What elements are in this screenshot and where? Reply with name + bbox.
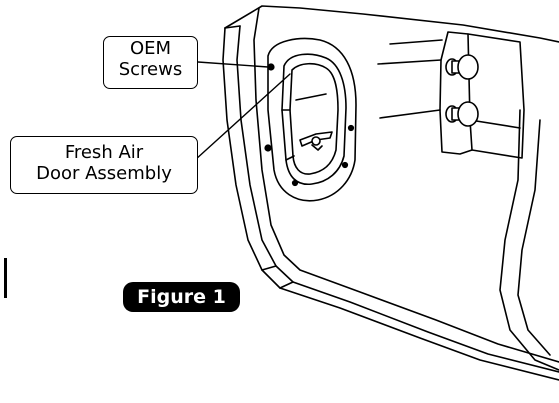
oem-screws-label-line2: Screws [118,59,183,80]
hinge-knob-lower [445,101,479,127]
hinge-knob-upper [445,54,479,80]
oem-screws-callout: OEM Screws [103,36,198,89]
fresh-air-door-opening [281,53,347,185]
fresh-air-door-callout: Fresh Air Door Assembly [10,136,198,194]
hinge-bracket [377,31,525,159]
fresh-air-door-handle [299,131,333,151]
figure-caption: Figure 1 [123,282,240,312]
kick-panel-outline [222,5,559,381]
leader-lines [194,61,291,161]
oem-screws-label-line1: OEM [129,38,172,59]
oem-screws [264,63,355,187]
edge-mark [4,258,7,298]
leader-fresh-air-door [194,73,291,161]
leader-oem-screws [197,61,269,68]
fresh-air-door-label-line2: Door Assembly [36,163,172,184]
fresh-air-door-label-line1: Fresh Air [64,142,144,163]
